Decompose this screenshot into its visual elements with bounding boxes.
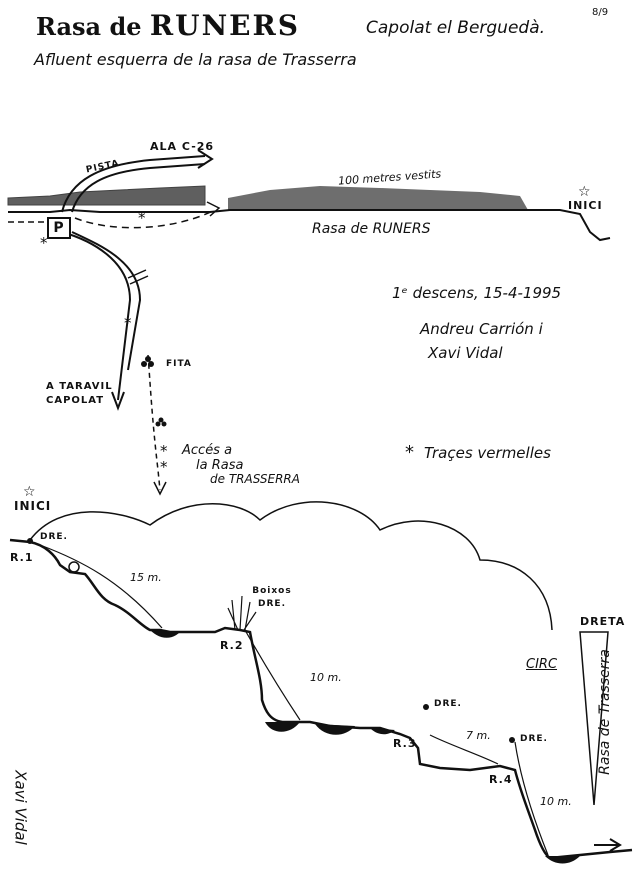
- anchor-r3-anchor: DRE.: [434, 699, 462, 709]
- parking-icon: P: [47, 217, 71, 239]
- signature: Xavi Vidal: [11, 770, 30, 845]
- right-label: DRETA: [580, 615, 626, 628]
- title-prefix: Rasa de: [36, 12, 142, 41]
- access-map: ☆: [7, 149, 611, 496]
- red-mark-icon: *: [40, 234, 48, 252]
- road-arrow-icon: [197, 149, 214, 169]
- cairn-label: FITA: [166, 359, 192, 369]
- trasserra-label: Rasa de Trasserra: [597, 649, 613, 775]
- flow-arrow-icon: [594, 838, 622, 852]
- anchor-r1-drop: 15 m.: [130, 571, 162, 584]
- vegetation-left: [7, 185, 206, 206]
- direction-label-1: A TARAVIL: [46, 381, 113, 392]
- first-descent: 1ᵉ descens, 15-4-1995: [392, 284, 562, 302]
- title-name: RUNERS: [149, 9, 300, 42]
- start-label-bottom: INICI: [14, 499, 52, 513]
- vegetation-right: [228, 186, 528, 210]
- anchor-r1-anchor: DRE.: [40, 532, 68, 542]
- anchor-r4-drop: 10 m.: [540, 795, 572, 808]
- access-label-1: Accés a: [182, 443, 233, 458]
- anchor-r2-drop: 10 m.: [310, 671, 342, 684]
- red-mark-icon: *: [124, 314, 132, 332]
- red-mark-icon: *: [160, 458, 168, 476]
- anchor-r4-anchor: DRE.: [520, 734, 548, 744]
- dashed-path-right: [74, 209, 216, 229]
- ridge-outline: [29, 501, 553, 631]
- start-star-icon: ☆: [578, 184, 591, 200]
- page-number: 8/9: [592, 7, 609, 18]
- direction-label-2: CAPOLAT: [46, 395, 105, 406]
- cairn-icon: [141, 356, 167, 427]
- page-subtitle: Afluent esquerra de la rasa de Trasserra: [34, 50, 357, 69]
- anchor-r3-name: R.3: [393, 737, 417, 750]
- anchor-r2-name: R.2: [220, 639, 244, 652]
- red-mark-icon: *: [138, 209, 146, 227]
- legend-text: Traçes vermelles: [424, 444, 551, 462]
- access-label-3: de TRASSERRA: [210, 472, 300, 486]
- legend-marker-icon: *: [405, 442, 414, 463]
- anchor-r3-drop: 7 m.: [466, 729, 491, 742]
- anchor-r4-name: R.4: [489, 773, 513, 786]
- page-title: Rasa de RUNERS: [36, 12, 300, 40]
- author-2: Xavi Vidal: [428, 344, 503, 362]
- red-mark-icon: *: [160, 442, 168, 460]
- author-1: Andreu Carrión i: [420, 320, 543, 338]
- start-label-top: INICI: [568, 199, 603, 212]
- stream-label: Rasa de RUNERS: [312, 221, 431, 237]
- anchor-r2-anchor: Boixos DRE.: [252, 586, 292, 609]
- anchor-r1-name: R.1: [10, 551, 34, 564]
- circ-label: CIRC: [526, 657, 558, 672]
- canyon-floor: [9, 538, 633, 860]
- region-label: Capolat el Berguedà.: [366, 18, 546, 38]
- road-down: [61, 231, 132, 401]
- access-label-2: la Rasa: [196, 458, 244, 473]
- track-line: [61, 155, 206, 213]
- road-label: ALA C-26: [150, 140, 215, 153]
